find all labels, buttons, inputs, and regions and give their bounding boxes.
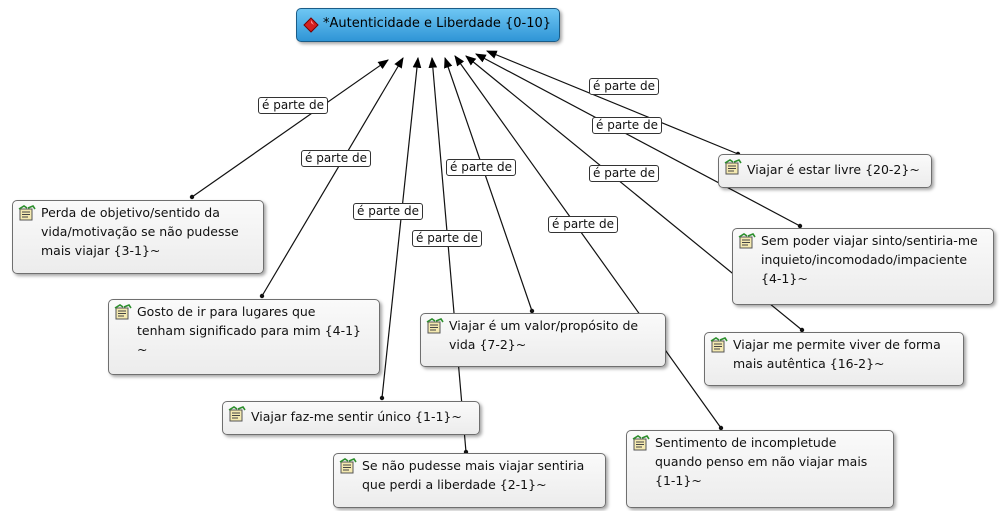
relation-anchor-n1 xyxy=(189,194,195,200)
code-node-text-line: mais autêntica {16-2}~ xyxy=(733,356,885,371)
code-node-n7[interactable]: Viajar me permite viver de forma mais aut… xyxy=(704,332,964,386)
relation-line-n9[interactable] xyxy=(486,50,739,155)
relation-line-n8[interactable] xyxy=(475,53,801,227)
quotation-code-icon xyxy=(18,205,36,221)
code-node-text-line: quando penso em não viajar mais xyxy=(655,454,868,469)
relation-line-n1[interactable] xyxy=(191,59,389,198)
quotation-code-icon xyxy=(114,304,132,320)
code-node-n5[interactable]: Viajar é um valor/propósito de vida {7-2}… xyxy=(420,313,666,367)
code-node-n3[interactable]: Viajar faz-me sentir único {1-1}~ xyxy=(222,401,480,435)
relation-label-n2[interactable]: é parte de xyxy=(301,150,372,167)
relation-anchor-n5 xyxy=(529,308,535,314)
relation-label-n4[interactable]: é parte de xyxy=(412,230,483,247)
relation-line-n5[interactable] xyxy=(444,56,533,312)
relation-label-n6[interactable]: é parte de xyxy=(548,216,619,233)
code-node-text-line: Gosto de ir para lugares que xyxy=(137,304,316,319)
code-node-n9[interactable]: Viajar é estar livre {20-2}~ xyxy=(718,154,932,188)
relation-line-n3[interactable] xyxy=(381,56,422,399)
relation-anchor-n3 xyxy=(379,395,385,401)
diamond-code-icon xyxy=(303,17,319,33)
code-node-text-line: Viajar é estar livre {20-2}~ xyxy=(747,162,920,177)
quotation-code-icon xyxy=(632,435,650,451)
code-node-text-line: Perda de objetivo/sentido da xyxy=(41,205,220,220)
relation-anchor-n8 xyxy=(797,223,803,229)
code-node-text-line: que perdi a liberdade {2-1}~ xyxy=(362,477,547,492)
code-node-text-line: {1-1}~ xyxy=(655,473,702,488)
relation-label-n3[interactable]: é parte de xyxy=(353,203,424,220)
relation-anchor-n6 xyxy=(718,425,724,431)
relation-line-n4[interactable] xyxy=(428,56,467,453)
code-node-n2[interactable]: Gosto de ir para lugares que tenham signi… xyxy=(108,299,380,375)
code-node-n4[interactable]: Se não pudesse mais viajar sentiria que p… xyxy=(333,453,606,508)
relation-lines xyxy=(189,50,805,455)
code-node-n8[interactable]: Sem poder viajar sinto/sentiria-me inquie… xyxy=(732,228,994,305)
code-node-text-line: Viajar faz-me sentir único {1-1}~ xyxy=(251,409,462,424)
quotation-code-icon xyxy=(710,337,728,353)
code-node-text-line: vida/motivação se não pudesse xyxy=(41,224,239,239)
quotation-code-icon xyxy=(724,159,742,175)
relation-anchor-n7 xyxy=(799,327,805,333)
relation-label-n5[interactable]: é parte de xyxy=(446,159,517,176)
quotation-code-icon xyxy=(738,233,756,249)
relation-line-n2[interactable] xyxy=(261,57,404,297)
relation-label-n7[interactable]: é parte de xyxy=(589,165,660,182)
root-code-label: *Autenticidade e Liberdade {0-10} xyxy=(323,16,552,31)
code-node-text-line: Sem poder viajar sinto/sentiria-me xyxy=(761,233,978,248)
quotation-code-icon xyxy=(339,458,357,474)
code-node-text-line: Se não pudesse mais viajar sentiria xyxy=(362,458,585,473)
quotation-code-icon xyxy=(426,318,444,334)
code-node-text-line: tenham significado para mim {4-1} xyxy=(137,323,362,338)
code-node-n6[interactable]: Sentimento de incompletude quando penso e… xyxy=(626,430,894,508)
code-node-text-line: ~ xyxy=(137,342,148,357)
code-node-text-line: Viajar é um valor/propósito de xyxy=(449,318,639,333)
relation-anchor-n2 xyxy=(259,293,265,299)
code-node-text-line: vida {7-2}~ xyxy=(449,337,527,352)
code-node-text-line: Sentimento de incompletude xyxy=(655,435,837,450)
quotation-code-icon xyxy=(228,406,246,422)
code-node-text-line: mais viajar {3-1}~ xyxy=(41,243,161,258)
code-node-text-line: {4-1}~ xyxy=(761,271,808,286)
relation-label-n9[interactable]: é parte de xyxy=(589,78,660,95)
relation-label-n8[interactable]: é parte de xyxy=(592,117,663,134)
code-node-text-line: Viajar me permite viver de forma xyxy=(733,337,941,352)
root-code-node[interactable]: *Autenticidade e Liberdade {0-10} xyxy=(296,8,560,42)
code-node-n1[interactable]: Perda de objetivo/sentido da vida/motivaç… xyxy=(12,200,264,274)
code-node-text-line: inquieto/incomodado/impaciente xyxy=(761,252,968,267)
relation-label-n1[interactable]: é parte de xyxy=(258,97,329,114)
relation-line-n6[interactable] xyxy=(454,55,722,429)
